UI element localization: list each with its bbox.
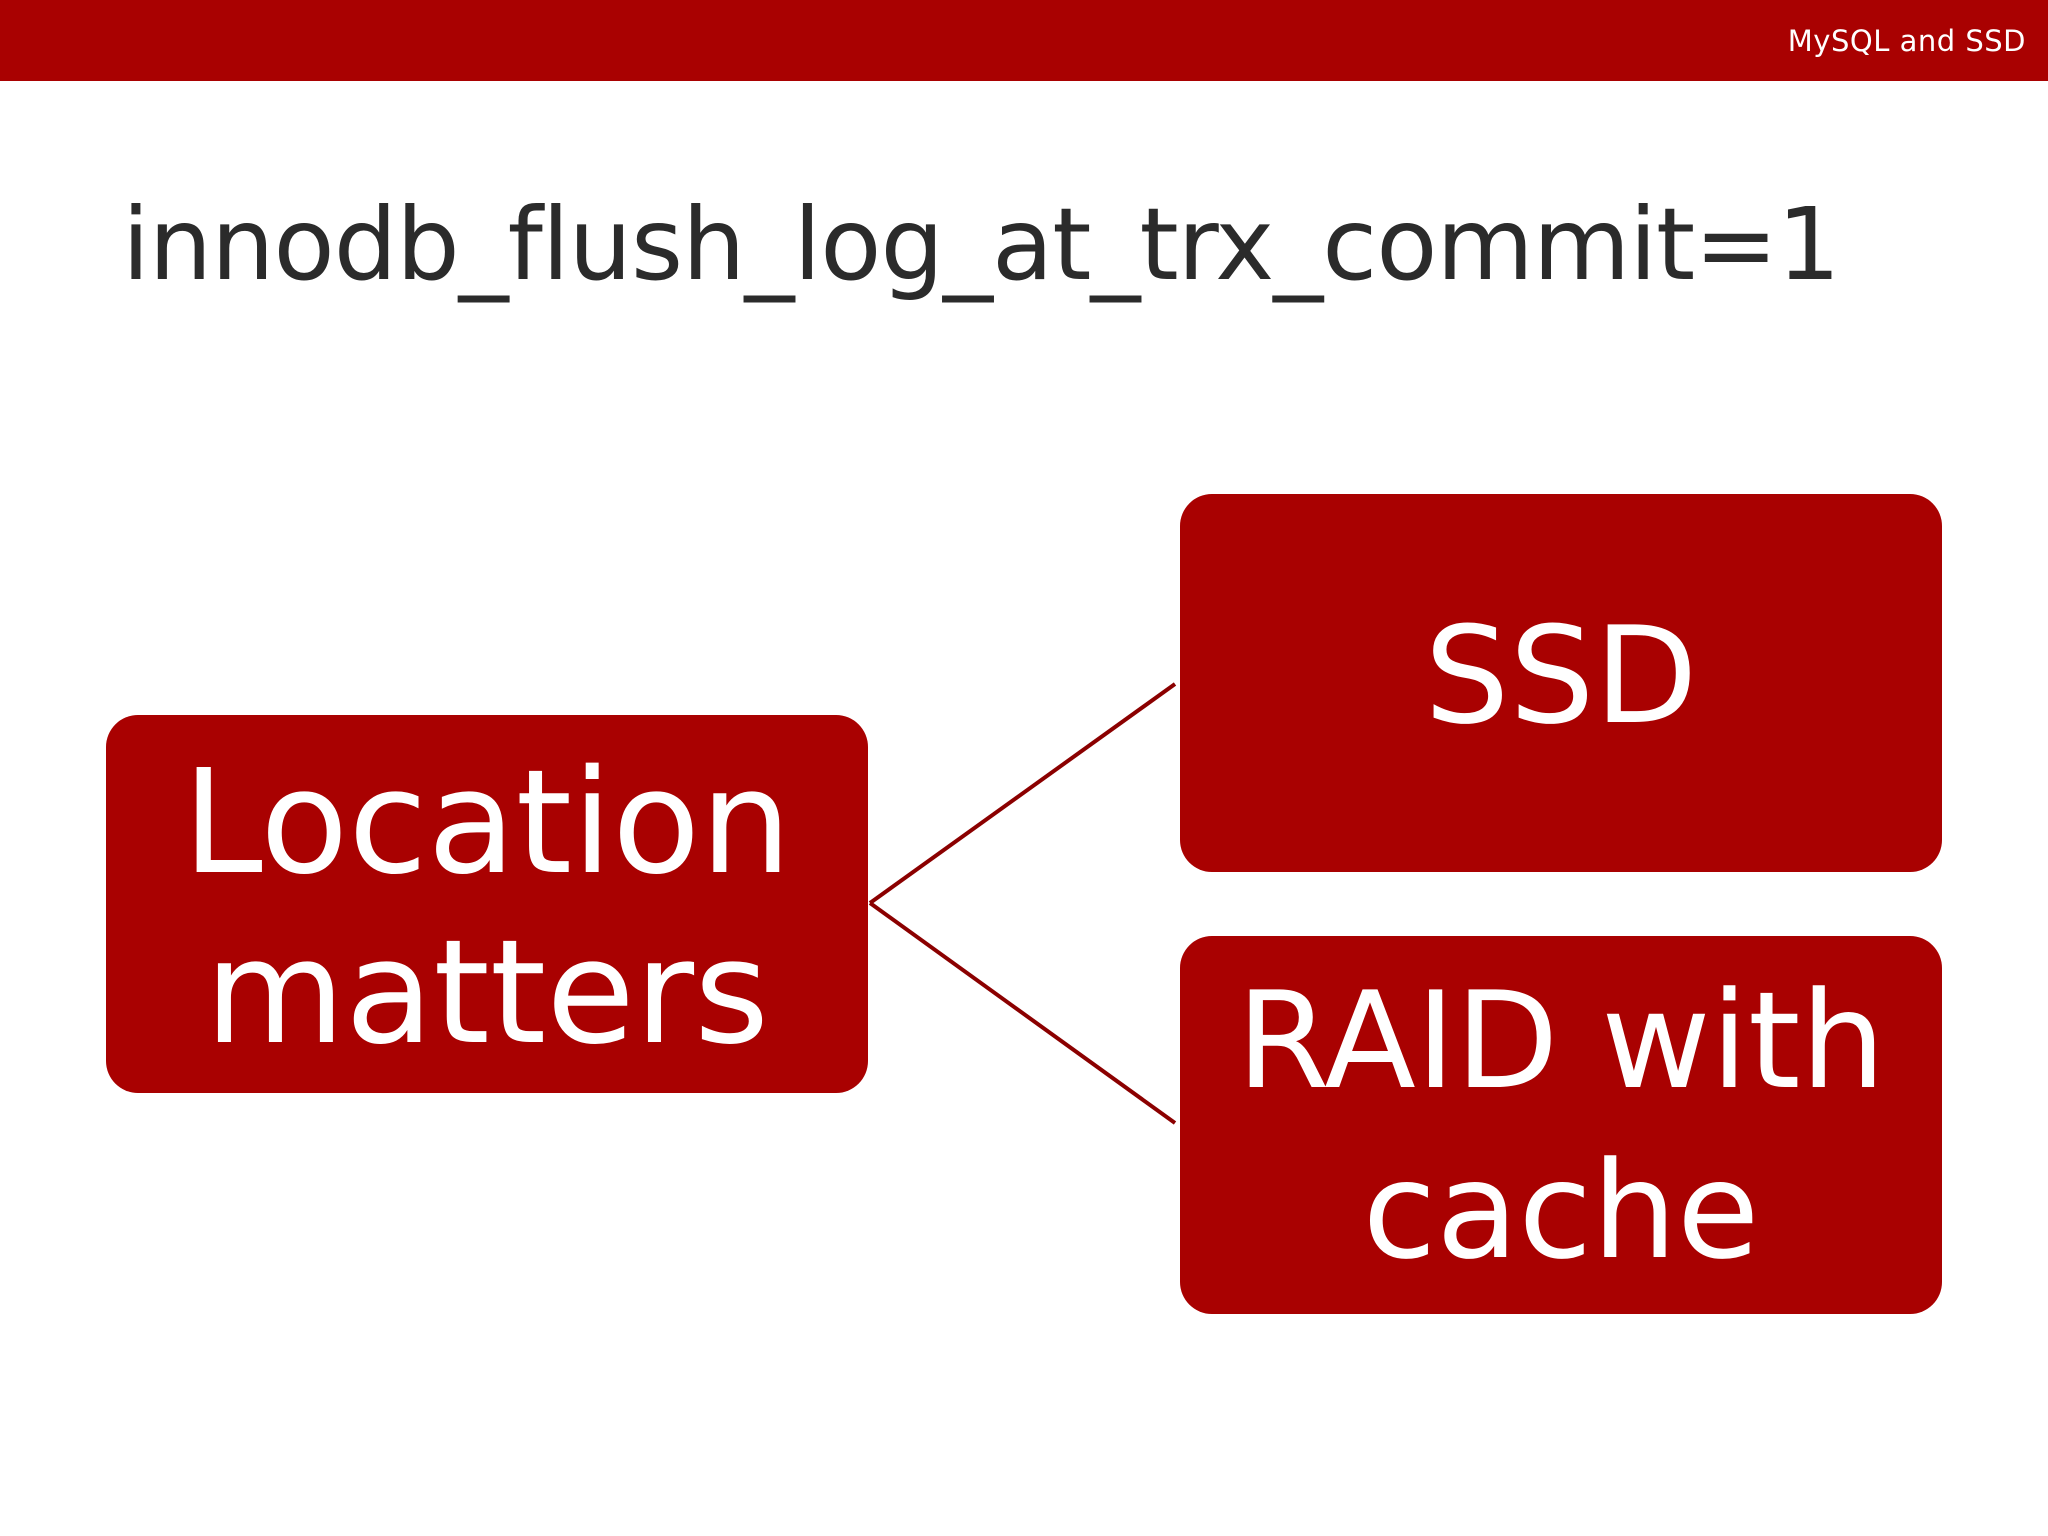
header-bar: MySQL and SSD — [0, 0, 2048, 81]
connector-to-raid — [868, 901, 1177, 1125]
header-label: MySQL and SSD — [1787, 24, 2026, 58]
node-label: RAID with cache — [1236, 963, 1886, 1289]
node-label: Location matters — [182, 738, 792, 1076]
slide-title: innodb_flush_log_at_trx_commit=1 — [122, 186, 1841, 303]
node-label: SSD — [1424, 598, 1698, 754]
node-ssd: SSD — [1180, 494, 1942, 872]
node-location-matters: Location matters — [106, 715, 868, 1093]
connector-to-ssd — [868, 682, 1177, 905]
node-raid-with-cache: RAID with cache — [1180, 936, 1942, 1314]
